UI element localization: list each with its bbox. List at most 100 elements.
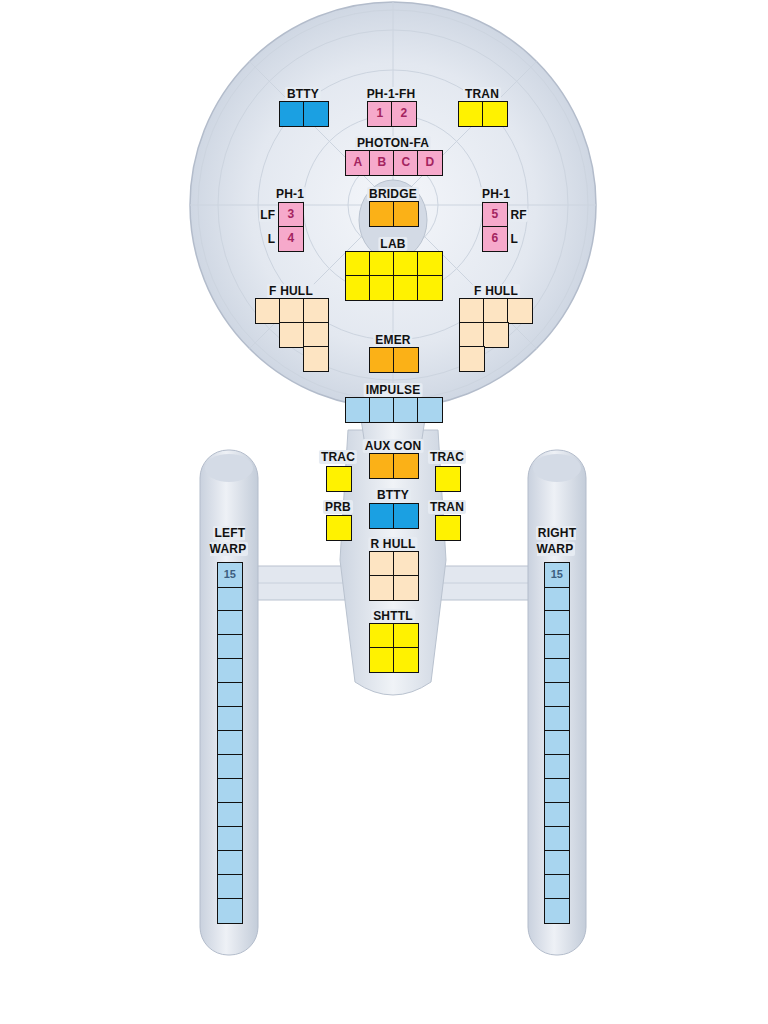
system-cell [369, 251, 395, 277]
system-label: SHTTL [371, 609, 415, 623]
system-group: F HULL [459, 298, 531, 370]
system-label: PH-1 [480, 187, 512, 201]
system-cell [369, 647, 395, 673]
system-cell [393, 647, 419, 673]
system-label: PH-1-FH [365, 87, 418, 101]
system-group: PRB [326, 515, 350, 539]
system-group: BTTY [369, 503, 417, 527]
arc-label: LF [259, 208, 276, 222]
system-cell [217, 850, 243, 876]
left-nacelle [200, 450, 258, 955]
system-cell [544, 826, 570, 852]
system-cell [393, 201, 419, 227]
system-label: LEFT WARP [210, 526, 249, 556]
system-cell [544, 706, 570, 732]
system-cell [369, 551, 395, 577]
system-group: BRIDGE [369, 201, 417, 225]
arc-label: L [267, 232, 276, 246]
system-cell [303, 322, 329, 348]
system-cell [217, 586, 243, 612]
system-label: AUX CON [363, 439, 424, 453]
right-nacelle [528, 450, 586, 955]
system-heading-box: EMER [373, 330, 412, 348]
system-cell [393, 347, 419, 373]
system-cell: A [345, 150, 371, 176]
system-group: IMPULSE [345, 397, 441, 421]
system-label: TRAC [428, 450, 466, 464]
system-cell [279, 298, 305, 324]
system-group: TRAN [435, 515, 459, 539]
system-cell [393, 453, 419, 479]
system-cell [544, 754, 570, 780]
system-cell [279, 101, 305, 127]
system-cell [459, 322, 485, 348]
system-label: BTTY [285, 87, 321, 101]
system-cell: B [369, 150, 395, 176]
system-cell: 2 [391, 101, 417, 127]
system-group: EMER [369, 347, 417, 371]
system-cell [369, 503, 395, 529]
system-group: PHOTON-FAABCD [345, 150, 441, 174]
cell-number: 2 [392, 102, 416, 124]
system-heading-box: PH-1-FH [365, 84, 418, 102]
system-cell [217, 634, 243, 660]
system-cell [369, 623, 395, 649]
system-cell [217, 754, 243, 780]
cell-number: 15 [545, 563, 569, 585]
system-heading-box: R HULL [368, 534, 417, 552]
system-cell [279, 322, 305, 348]
system-cell [217, 778, 243, 804]
system-heading-box: BRIDGE [367, 184, 419, 202]
system-cell [458, 101, 484, 127]
system-heading-box: TRAN [463, 84, 501, 102]
system-cell [369, 575, 395, 601]
system-group: TRAC [326, 466, 350, 490]
system-group: TRAC [435, 466, 459, 490]
system-cell: 15 [544, 562, 570, 588]
system-heading-box: PRB [323, 497, 353, 515]
system-cell [345, 251, 371, 277]
system-cell [393, 575, 419, 601]
system-heading-box: RIGHT WARP [531, 524, 581, 556]
system-cell [255, 298, 281, 324]
cell-number: C [394, 151, 418, 173]
system-cell [393, 251, 419, 277]
system-label: IMPULSE [364, 383, 423, 397]
system-group: BTTY [279, 101, 327, 125]
system-label: LAB [378, 237, 407, 251]
system-cell [483, 322, 509, 348]
system-cell: 1 [367, 101, 393, 127]
bridge-dome [359, 180, 427, 260]
system-label: PH-1 [274, 187, 306, 201]
system-cell [417, 397, 443, 423]
system-heading-box: TRAC [428, 447, 466, 465]
system-cell [217, 610, 243, 636]
system-cell [393, 503, 419, 529]
system-cell [326, 466, 352, 492]
system-heading-box: F HULL [472, 281, 520, 299]
system-cell [435, 466, 461, 492]
system-label: PRB [323, 500, 353, 514]
system-label: TRAN [428, 500, 466, 514]
system-cell [544, 898, 570, 924]
system-group: SHTTL [369, 623, 417, 671]
system-heading-box: PHOTON-FA [355, 133, 431, 151]
system-label: TRAC [319, 450, 357, 464]
system-cell [544, 730, 570, 756]
saucer-spoke [250, 62, 537, 349]
arc-label: RF [510, 208, 528, 222]
system-cell [217, 874, 243, 900]
system-cell [544, 850, 570, 876]
system-cell [217, 682, 243, 708]
system-group: TRAN [458, 101, 506, 125]
system-group: R HULL [369, 551, 417, 599]
system-heading-box: LAB [378, 234, 407, 252]
system-cell [544, 778, 570, 804]
system-cell [482, 101, 508, 127]
cell-number: 6 [483, 227, 507, 249]
system-heading-box: PH-1 [274, 184, 306, 202]
system-cell [459, 298, 485, 324]
system-group: PH-15RF6L [482, 202, 506, 250]
cell-number: 3 [279, 203, 303, 225]
system-cell [544, 802, 570, 828]
